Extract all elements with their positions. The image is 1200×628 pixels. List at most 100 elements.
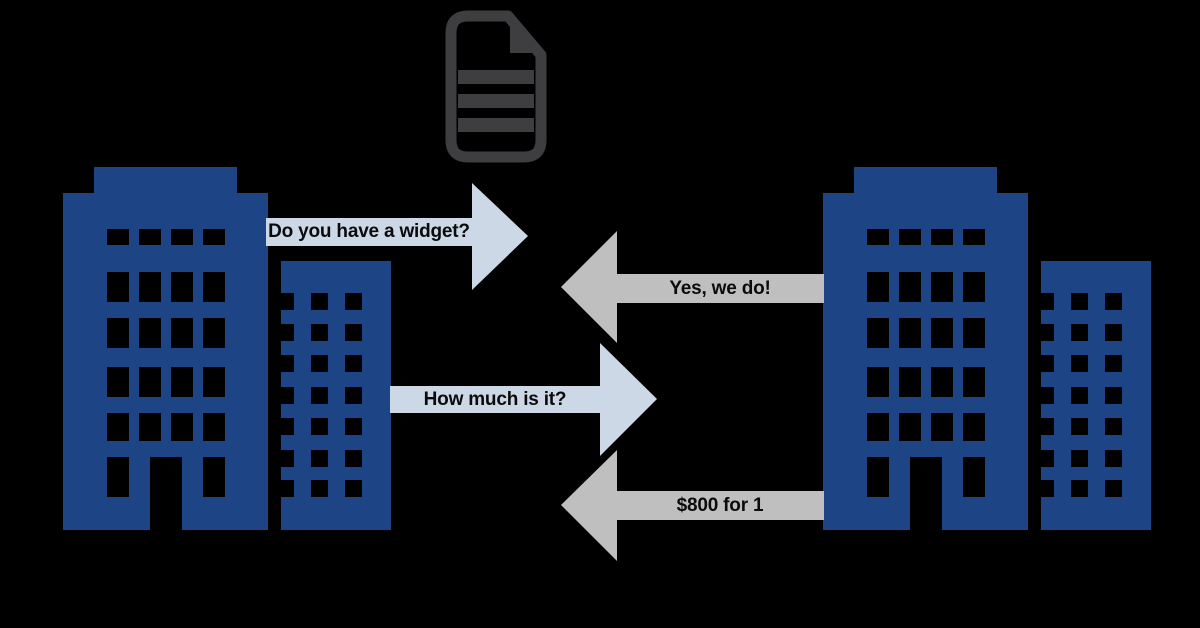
window	[931, 367, 953, 397]
window	[281, 324, 294, 341]
window	[1105, 293, 1122, 310]
window	[963, 272, 985, 302]
window-row	[107, 318, 225, 348]
window	[1071, 324, 1088, 341]
message-1-label: Do you have a widget?	[268, 221, 470, 242]
window-row	[867, 367, 985, 397]
window-row	[1041, 480, 1122, 497]
window	[1071, 387, 1088, 404]
window	[1041, 387, 1054, 404]
window-row	[107, 272, 225, 302]
window	[963, 229, 985, 245]
building-door	[150, 457, 182, 530]
window	[311, 324, 328, 341]
window	[1071, 355, 1088, 372]
window	[899, 367, 921, 397]
building-tall-window	[203, 457, 225, 497]
building-tall-window	[963, 457, 985, 497]
window	[281, 480, 294, 497]
window	[899, 318, 921, 348]
window	[311, 450, 328, 467]
window	[203, 272, 225, 302]
message-4-shaft: $800 for 1	[616, 491, 824, 520]
arrow-head-right-icon	[472, 183, 528, 290]
window	[139, 229, 161, 245]
window	[1105, 387, 1122, 404]
building-tower	[854, 167, 997, 197]
window	[107, 318, 129, 348]
building-annex	[1041, 261, 1151, 530]
window	[345, 293, 362, 310]
window	[107, 229, 129, 245]
window-row	[281, 293, 362, 310]
window	[899, 229, 921, 245]
window	[281, 387, 294, 404]
window	[1105, 418, 1122, 435]
window	[867, 413, 889, 441]
window	[931, 229, 953, 245]
window	[171, 318, 193, 348]
window	[867, 318, 889, 348]
window	[963, 318, 985, 348]
window-row	[1041, 450, 1122, 467]
message-1-shaft: Do you have a widget?	[266, 218, 472, 246]
window-row	[281, 450, 362, 467]
window-row	[281, 418, 362, 435]
window	[203, 413, 225, 441]
window-row	[867, 413, 985, 441]
window	[899, 272, 921, 302]
window-row	[1041, 418, 1122, 435]
building-tall-window	[867, 457, 889, 497]
window	[963, 367, 985, 397]
window	[311, 480, 328, 497]
window	[931, 272, 953, 302]
window-row	[107, 367, 225, 397]
window	[203, 229, 225, 245]
arrow-head-right-icon	[600, 343, 657, 456]
window	[931, 413, 953, 441]
window	[1041, 450, 1054, 467]
window	[171, 229, 193, 245]
window	[1041, 418, 1054, 435]
window	[1105, 450, 1122, 467]
window	[311, 355, 328, 372]
window	[281, 450, 294, 467]
window	[867, 229, 889, 245]
window	[139, 272, 161, 302]
window	[311, 387, 328, 404]
window	[345, 387, 362, 404]
window	[139, 318, 161, 348]
message-2-shaft: Yes, we do!	[616, 274, 824, 303]
window-row	[281, 480, 362, 497]
window	[1071, 480, 1088, 497]
window-row	[107, 413, 225, 441]
window	[345, 450, 362, 467]
message-2-label: Yes, we do!	[669, 277, 771, 299]
window-row	[1041, 387, 1122, 404]
window	[963, 413, 985, 441]
office-buildings-icon-right	[823, 167, 1152, 530]
window	[1105, 480, 1122, 497]
window	[311, 418, 328, 435]
window	[931, 318, 953, 348]
window	[867, 272, 889, 302]
window-row	[281, 387, 362, 404]
window	[1041, 324, 1054, 341]
window	[203, 318, 225, 348]
window	[1041, 480, 1054, 497]
window	[867, 367, 889, 397]
building-tower	[94, 167, 237, 197]
window-row	[107, 229, 225, 245]
window	[1041, 293, 1054, 310]
window	[281, 293, 294, 310]
window-row	[1041, 355, 1122, 372]
window	[107, 272, 129, 302]
window-row	[281, 355, 362, 372]
window	[203, 367, 225, 397]
window-row	[867, 229, 985, 245]
arrow-head-left-icon	[561, 450, 617, 561]
window-row	[1041, 324, 1122, 341]
window	[107, 367, 129, 397]
window	[139, 413, 161, 441]
